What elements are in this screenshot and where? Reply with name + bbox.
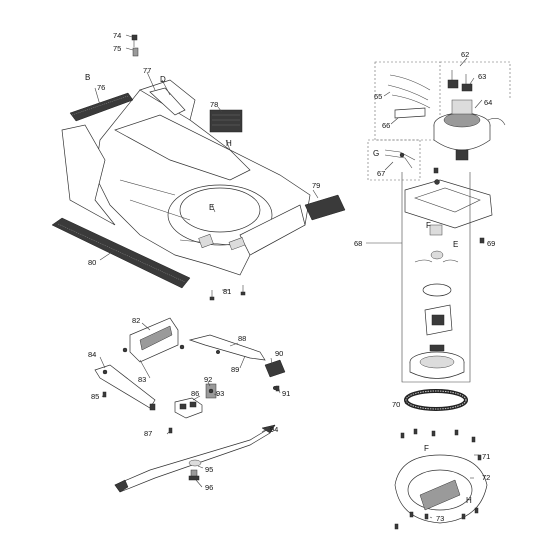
callout-84: 84 — [88, 350, 96, 359]
callout-96: 96 — [205, 483, 213, 492]
callout-87: 87 — [144, 429, 152, 438]
callout-91: 91 — [282, 389, 290, 398]
small-screws-mid — [102, 385, 280, 434]
filter-strip-80 — [51, 217, 191, 289]
callout-64: 64 — [484, 98, 492, 107]
callout-83: 83 — [138, 375, 146, 384]
ref-letter-b: B — [85, 73, 90, 82]
motor-64 — [433, 99, 506, 161]
callout-71: 71 — [482, 452, 490, 461]
assembly-frame — [401, 172, 471, 383]
blade-94 — [114, 424, 276, 493]
callout-63: 63 — [478, 72, 486, 81]
screws-right — [394, 167, 485, 530]
connector-63-64 — [447, 70, 473, 92]
adapter-86 — [174, 397, 203, 419]
callout-90: 90 — [275, 349, 283, 358]
insulation-66 — [394, 107, 426, 119]
callout-88: 88 — [238, 334, 246, 343]
callout-69: 69 — [487, 239, 495, 248]
callout-89: 89 — [231, 365, 239, 374]
callout-81: 81 — [223, 287, 231, 296]
ref-letter-e-deck: E — [209, 203, 214, 212]
ref-letter-d: D — [160, 75, 166, 84]
callout-70: 70 — [392, 400, 400, 409]
callout-94: 94 — [270, 425, 278, 434]
leaders-mid — [99, 322, 281, 488]
filter-strip-79 — [304, 194, 346, 221]
callout-67: 67 — [377, 169, 385, 178]
callout-78: 78 — [210, 100, 218, 109]
bracket-84 — [94, 364, 156, 411]
callout-68: 68 — [354, 239, 362, 248]
axle-rod-88 — [188, 334, 266, 361]
callout-77: 77 — [143, 66, 151, 75]
callout-75: 75 — [113, 44, 121, 53]
bracket-90 — [264, 359, 286, 391]
lower-housing-72 — [394, 454, 488, 524]
callout-73: 73 — [436, 514, 444, 523]
callout-86: 86 — [191, 389, 199, 398]
callout-80: 80 — [88, 258, 96, 267]
leaders-right — [366, 57, 484, 519]
callout-92: 92 — [204, 375, 212, 384]
callout-76: 76 — [97, 83, 105, 92]
filter-strip-76 — [69, 92, 134, 122]
callout-65: 65 — [374, 92, 382, 101]
leaders-deck — [94, 34, 319, 291]
ref-letter-e-mount: E — [453, 240, 458, 249]
screw-74 — [131, 34, 138, 47]
callout-74: 74 — [113, 31, 121, 40]
callout-95: 95 — [205, 465, 213, 474]
callout-72: 72 — [482, 473, 490, 482]
screws-81 — [209, 285, 246, 301]
cables-65 — [387, 74, 431, 109]
callout-66: 66 — [382, 121, 390, 130]
callout-numbers: 74 75 76 77 78 79 80 81 82 83 84 85 86 8… — [88, 31, 495, 523]
motor-box-outline — [367, 61, 511, 181]
ref-letter-h-housing: H — [466, 496, 472, 505]
drive-parts — [409, 250, 465, 379]
motor-mount-68 — [404, 179, 493, 236]
callout-82: 82 — [132, 316, 140, 325]
callout-93: 93 — [216, 389, 224, 398]
callout-62: 62 — [461, 50, 469, 59]
callout-79: 79 — [312, 181, 320, 190]
bolt-96 — [188, 469, 200, 481]
wire-harness-67 — [384, 149, 416, 169]
belt-70 — [404, 389, 468, 411]
ref-letter-f-housing: F — [424, 444, 429, 453]
reference-letters: B D E H G F E F H — [85, 73, 472, 505]
filter-pad-78 — [209, 109, 243, 133]
ref-letter-g: G — [373, 149, 379, 158]
hub-93 — [205, 383, 217, 399]
deck-housing — [61, 79, 311, 276]
handle-bracket-82 — [122, 317, 185, 363]
ref-letter-f-mount: F — [426, 221, 431, 230]
screw-75 — [132, 47, 139, 57]
ref-letter-h-deck: H — [226, 139, 232, 148]
callout-85: 85 — [91, 392, 99, 401]
